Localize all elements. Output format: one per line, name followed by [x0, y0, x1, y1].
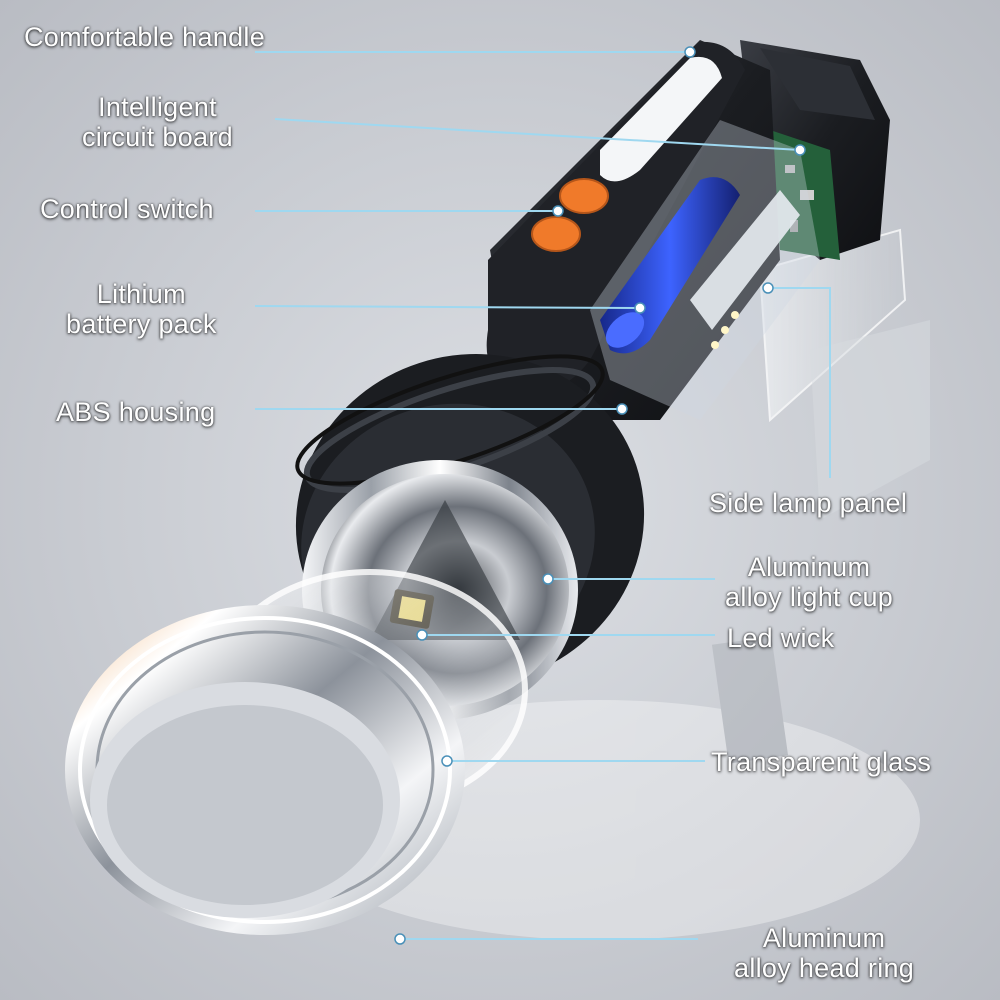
label-led-wick: Led wick [727, 623, 835, 653]
leader-dots [394, 46, 806, 945]
label-transparent-glass: Transparent glass [711, 747, 932, 777]
side-lamp-panel-shape [758, 228, 930, 520]
label-abs-housing: ABS housing [56, 397, 216, 427]
label-aluminum-alloy-head-ring: Aluminum alloy head ring [734, 923, 915, 983]
label-side-lamp-panel: Side lamp panel [709, 488, 908, 518]
control-buttons [531, 178, 609, 252]
label-control-switch: Control switch [40, 194, 214, 224]
label-intelligent-circuit-board: Intelligent circuit board [82, 92, 233, 152]
leader-lines [254, 51, 831, 940]
label-comfortable-handle: Comfortable handle [24, 22, 266, 52]
head-ring-shape [65, 605, 465, 935]
label-lithium-battery-pack: Lithium battery pack [66, 279, 217, 339]
label-aluminum-alloy-light-cup: Aluminum alloy light cup [725, 552, 894, 612]
